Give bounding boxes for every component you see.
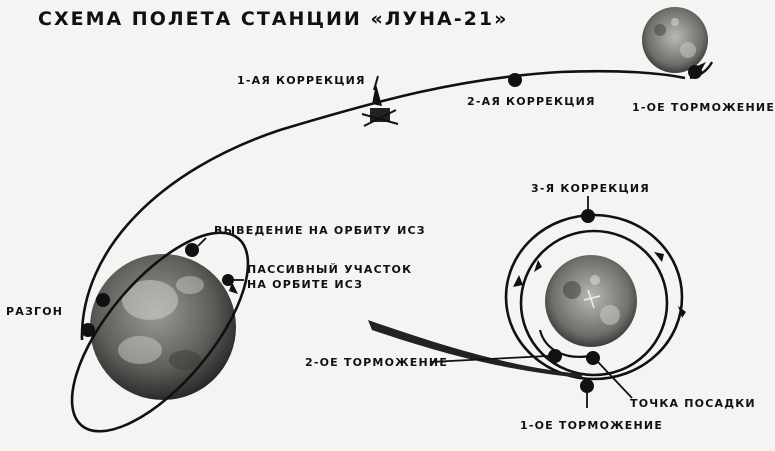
label-correction-1: 1-АЯ КОРРЕКЦИЯ [237,74,366,87]
orbit-arrow-icon [654,252,664,262]
label-correction-2: 2-АЯ КОРРЕКЦИЯ [467,95,596,108]
leader-lines [197,196,633,408]
label-braking-1-bottom: 1-ОЕ ТОРМОЖЕНИЕ [520,419,664,432]
braking-2-dot [548,349,562,363]
braking-1-bottom-dot [580,379,594,393]
label-correction-3: 3-Я КОРРЕКЦИЯ [531,182,650,195]
earth-globe [90,254,236,400]
label-acceleration: РАЗГОН [6,305,64,318]
acceleration-dot-2 [81,323,95,337]
acceleration-dot-1 [96,293,110,307]
moon-top-globe [642,7,708,73]
spacecraft-icon [361,75,399,127]
diagram-stage: СХЕМА ПОЛЕТА СТАНЦИИ «ЛУНА-21» 1-АЯ КОРР… [6,7,774,433]
orbit-arrow-icon [534,260,542,272]
orbit-arrow-icon [513,275,523,287]
label-passive-line1: ПАССИВНЫЙ УЧАСТОК [247,263,413,276]
flight-scheme-diagram [70,7,714,433]
moon-bottom-globe [545,255,637,347]
correction-3-dot [581,209,595,223]
label-insertion: ВЫВЕДЕНИЕ НА ОРБИТУ ИСЗ [214,224,426,237]
lunar-inner-orbit [519,229,669,377]
correction-2-dot [508,73,522,87]
landing-point-dot [586,351,600,365]
label-passive-line2: НА ОРБИТЕ ИСЗ [247,278,364,291]
approach-trajectory [368,320,582,378]
label-braking-1-top: 1-ОЕ ТОРМОЖЕНИЕ [632,101,775,114]
insertion-dot [185,243,199,257]
transfer-trajectory [80,69,686,341]
earth-parking-orbit [70,231,250,433]
label-landing-point: ТОЧКА ПОСАДКИ [630,397,756,410]
braking-1-top-dot [688,65,702,79]
orbit-arrow-icon [678,306,686,318]
diagram-title: СХЕМА ПОЛЕТА СТАНЦИИ «ЛУНА-21» [38,8,509,30]
passive-dot [222,274,234,286]
event-markers [81,65,702,393]
label-braking-2: 2-ОЕ ТОРМОЖЕНИЕ [305,356,449,369]
